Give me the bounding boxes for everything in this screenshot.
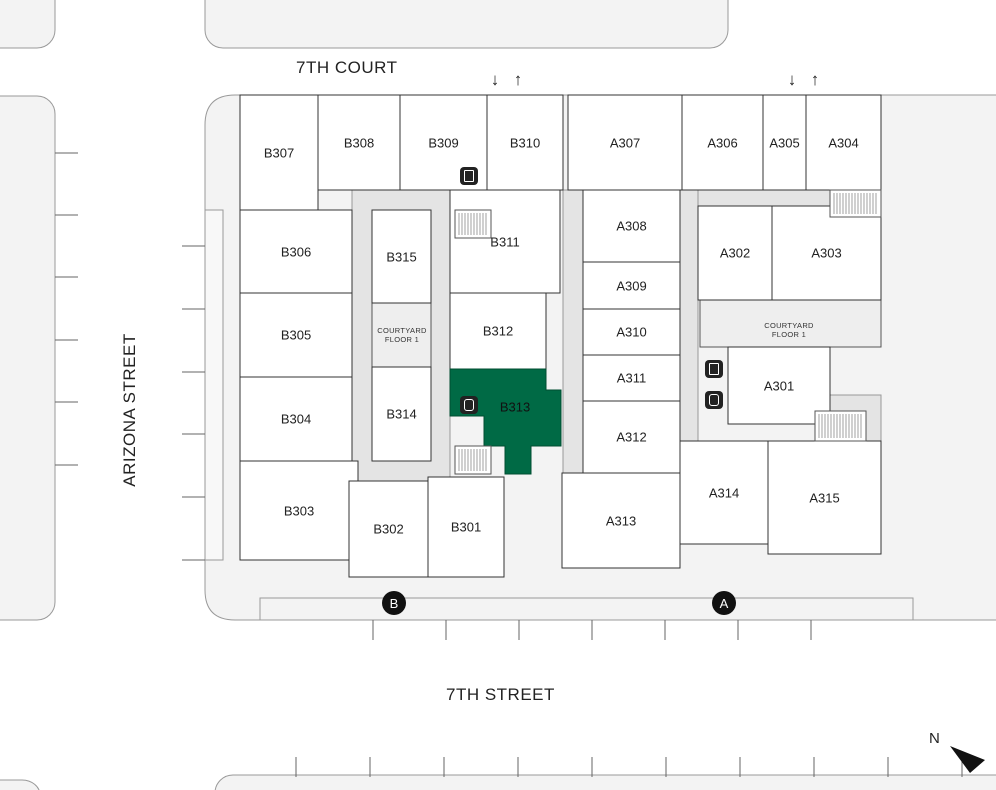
street-label-7th-court: 7TH COURT bbox=[296, 58, 398, 77]
trash-icon bbox=[460, 167, 478, 185]
city-block bbox=[0, 0, 56, 49]
entrance-a-marker[interactable]: A bbox=[712, 591, 736, 615]
unit-b307[interactable] bbox=[239, 94, 319, 211]
unit-label[interactable]: A307 bbox=[609, 135, 641, 150]
unit-label[interactable]: B308 bbox=[343, 135, 375, 150]
unit-label[interactable]: B305 bbox=[280, 327, 312, 343]
unit-label[interactable]: B307 bbox=[263, 145, 295, 160]
unit-label[interactable]: A303 bbox=[811, 245, 842, 261]
city-block bbox=[214, 774, 996, 790]
unit-b306[interactable] bbox=[239, 209, 353, 294]
unit-label[interactable]: A306 bbox=[707, 135, 738, 150]
compass-north-label: N bbox=[929, 730, 941, 747]
unit-label[interactable]: B306 bbox=[280, 244, 312, 259]
unit-a311[interactable] bbox=[582, 354, 681, 402]
courtyard-label-line: COURTYARD bbox=[764, 321, 814, 330]
stairs-icon bbox=[454, 445, 492, 475]
entrance-b-marker[interactable]: B bbox=[382, 591, 406, 615]
unit-label[interactable]: B309 bbox=[428, 135, 459, 150]
unit-label[interactable]: B302 bbox=[373, 521, 404, 537]
unit-a312[interactable] bbox=[582, 400, 681, 474]
city-block bbox=[0, 779, 40, 790]
unit-a308[interactable] bbox=[582, 189, 681, 263]
corridor bbox=[679, 189, 699, 442]
unit-label[interactable]: A302 bbox=[719, 245, 751, 261]
unit-label[interactable]: B304 bbox=[280, 411, 312, 427]
unit-a306[interactable] bbox=[681, 94, 764, 191]
unit-label[interactable]: A308 bbox=[616, 218, 647, 234]
arrow-down-icon: ↓ bbox=[787, 70, 797, 89]
unit-b310[interactable] bbox=[486, 94, 564, 191]
courtyard-label-line: FLOOR 1 bbox=[384, 335, 420, 344]
unit-b305[interactable] bbox=[239, 292, 353, 378]
unit-label[interactable]: A312 bbox=[616, 429, 647, 445]
unit-label[interactable]: A301 bbox=[763, 378, 795, 393]
corridor bbox=[562, 189, 584, 491]
arrow-up-icon: ↑ bbox=[810, 70, 820, 89]
unit-label[interactable]: B312 bbox=[482, 323, 514, 339]
courtyard-label-line: COURTYARD bbox=[377, 326, 427, 335]
courtyard bbox=[371, 302, 432, 368]
unit-a305[interactable] bbox=[762, 94, 807, 191]
stairs-icon bbox=[454, 209, 492, 239]
unit-b302[interactable] bbox=[348, 480, 429, 578]
unit-b313-selected[interactable] bbox=[449, 368, 562, 475]
unit-label[interactable]: B303 bbox=[283, 503, 315, 518]
sidewalk-strip bbox=[259, 597, 914, 621]
unit-a301[interactable] bbox=[727, 346, 831, 425]
trash-icon bbox=[705, 360, 723, 378]
unit-b315[interactable] bbox=[371, 209, 432, 304]
courtyard bbox=[699, 299, 882, 348]
stairs-icon bbox=[829, 189, 882, 218]
unit-a315[interactable] bbox=[767, 440, 882, 555]
unit-a307[interactable] bbox=[567, 94, 683, 191]
unit-label[interactable]: A304 bbox=[828, 135, 859, 150]
unit-label[interactable]: B311 bbox=[490, 234, 520, 249]
sidewalk-strip bbox=[204, 209, 224, 561]
arrow-down-icon: ↓ bbox=[490, 70, 500, 89]
unit-label[interactable]: A305 bbox=[769, 135, 800, 150]
unit-label[interactable]: B310 bbox=[509, 135, 541, 150]
city-block bbox=[0, 95, 56, 621]
unit-label[interactable]: A313 bbox=[605, 513, 637, 528]
unit-label[interactable]: B313 bbox=[499, 399, 531, 415]
unit-label[interactable]: A314 bbox=[708, 485, 740, 500]
unit-label[interactable]: A311 bbox=[616, 370, 647, 386]
unit-b314[interactable] bbox=[371, 366, 432, 462]
unit-a313[interactable] bbox=[561, 472, 681, 569]
unit-b301[interactable] bbox=[427, 476, 505, 578]
unit-b311[interactable] bbox=[449, 189, 561, 294]
unit-a303[interactable] bbox=[771, 205, 882, 301]
unit-label[interactable]: A309 bbox=[616, 278, 647, 293]
unit-a310[interactable] bbox=[582, 308, 681, 356]
unit-b308[interactable] bbox=[317, 94, 401, 191]
unit-a314[interactable] bbox=[679, 440, 769, 545]
unit-label[interactable]: A315 bbox=[809, 490, 840, 505]
street-label-arizona-street: ARIZONA STREET bbox=[120, 333, 139, 487]
city-block bbox=[204, 0, 729, 49]
unit-label[interactable]: B314 bbox=[386, 406, 417, 422]
unit-a304[interactable] bbox=[805, 94, 882, 191]
arrow-up-icon: ↑ bbox=[513, 70, 523, 89]
unit-b304[interactable] bbox=[239, 376, 353, 462]
unit-label[interactable]: A310 bbox=[616, 324, 647, 340]
elevator-icon bbox=[460, 396, 478, 414]
unit-b312[interactable] bbox=[449, 292, 547, 370]
street-label-7th-street: 7TH STREET bbox=[446, 685, 555, 704]
unit-label[interactable]: B301 bbox=[450, 519, 482, 535]
courtyard-label-line: FLOOR 1 bbox=[771, 330, 807, 339]
unit-label[interactable]: B315 bbox=[386, 249, 417, 264]
elevator-icon bbox=[705, 391, 723, 409]
stairs-icon bbox=[814, 410, 867, 442]
